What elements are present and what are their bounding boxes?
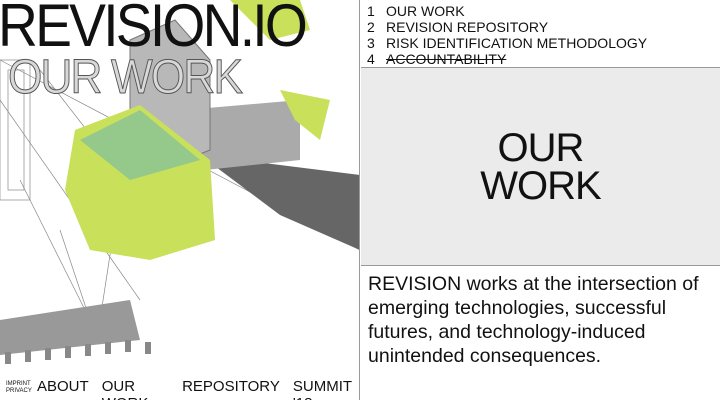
section-item-risk[interactable]: 3 RISK IDENTIFICATION METHODOLOGY (367, 35, 720, 51)
section-number: 2 (367, 19, 375, 35)
nav-our-work[interactable]: OUR WORK (101, 378, 149, 400)
privacy-link[interactable]: PRIVACY (6, 388, 32, 394)
section-label: OUR WORK (386, 3, 465, 19)
section-label: RISK IDENTIFICATION METHODOLOGY (386, 35, 648, 51)
section-list: 1 OUR WORK 2 REVISION REPOSITORY 3 RISK IDE… (361, 0, 720, 68)
section-title-panel: OUR WORK (361, 68, 720, 266)
legal-links: IMPRINT PRIVACY (6, 381, 32, 395)
nav-about[interactable]: ABOUT (37, 378, 89, 395)
section-number: 1 (367, 3, 375, 19)
nav-summit[interactable]: SUMMIT '18 (292, 378, 352, 400)
3d-artwork (0, 0, 359, 364)
hero-subtitle: OUR WORK (8, 51, 244, 105)
section-item-repository[interactable]: 2 REVISION REPOSITORY (367, 19, 720, 35)
section-item-accountability[interactable]: 4 ACCOUNTABILITY (367, 51, 720, 67)
section-title: OUR WORK (480, 125, 601, 208)
description: REVISION works at the intersection of em… (368, 273, 699, 367)
hero-panel: REVISION.IO OUR WORK IMPRINT PRIVACY ABO… (0, 0, 360, 400)
section-item-our-work[interactable]: 1 OUR WORK (367, 3, 720, 19)
imprint-link[interactable]: IMPRINT (6, 381, 31, 387)
footer-nav: ABOUT OUR WORK REPOSITORY SUMMIT '18 (37, 378, 359, 400)
brand-logo[interactable]: REVISION.IO (0, 0, 308, 59)
section-number: 4 (367, 51, 375, 67)
section-number: 3 (367, 35, 375, 51)
section-label: ACCOUNTABILITY (386, 51, 507, 67)
nav-repository[interactable]: REPOSITORY (182, 378, 280, 395)
section-label: REVISION REPOSITORY (386, 19, 549, 35)
